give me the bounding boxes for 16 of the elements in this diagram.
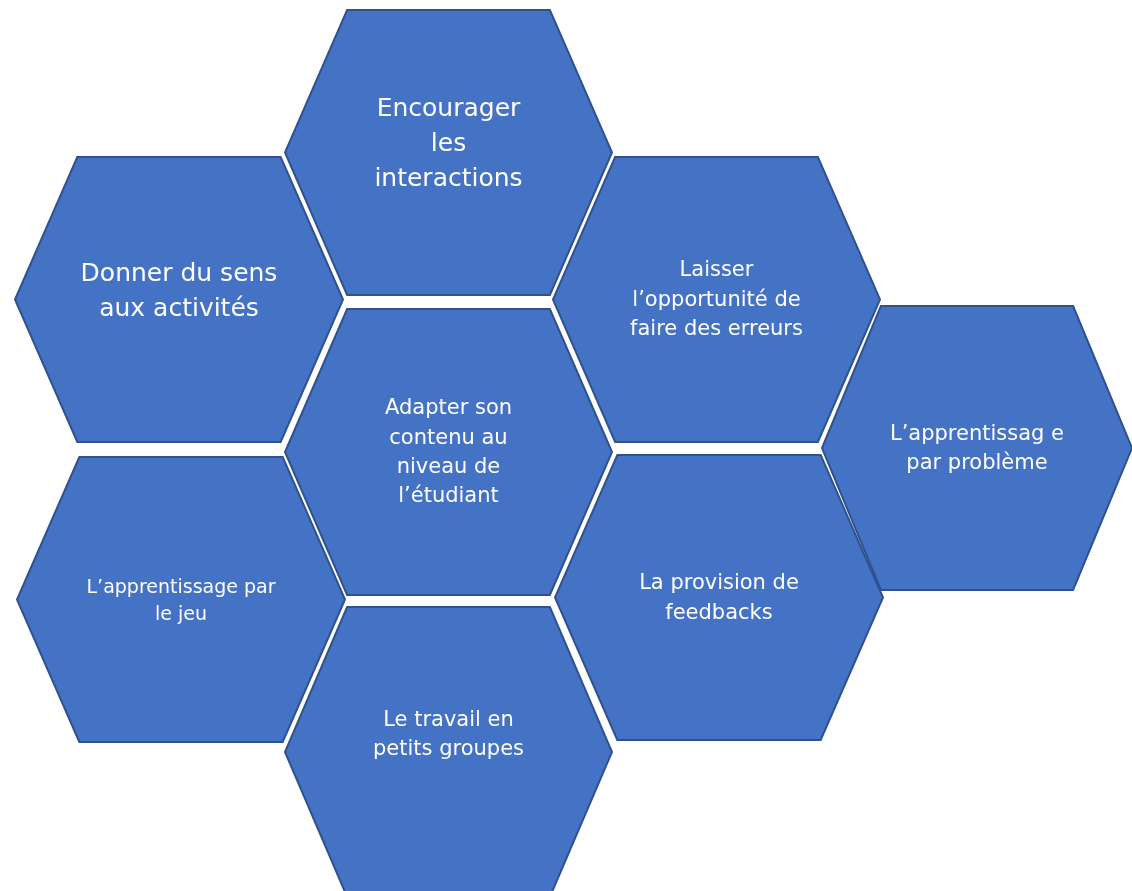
hexagon [285,309,612,595]
hexagon [555,455,883,740]
hexagon-label: La provision de feedbacks [638,569,800,626]
hexagon [285,607,612,891]
hexagon [285,10,612,295]
hexagon [822,306,1132,590]
hexagon-label: Laisser l’opportunité de faire des erreurs [629,256,804,343]
hexagon [15,157,343,442]
hexagon-label: L’apprentissage par le jeu [85,573,277,626]
hexagon [17,457,345,742]
hexagon-label: Adapter son contenu au niveau de l’étudiant [383,394,514,510]
hexagon-label: Encourager les interactions [373,92,524,194]
hexagon [553,157,880,442]
hexagon-label: Le travail en petits groupes [372,705,525,762]
hexagon-label: Donner du sens aux activités [79,256,279,324]
hexagon-label: L’apprentissag e par problème [888,419,1066,476]
